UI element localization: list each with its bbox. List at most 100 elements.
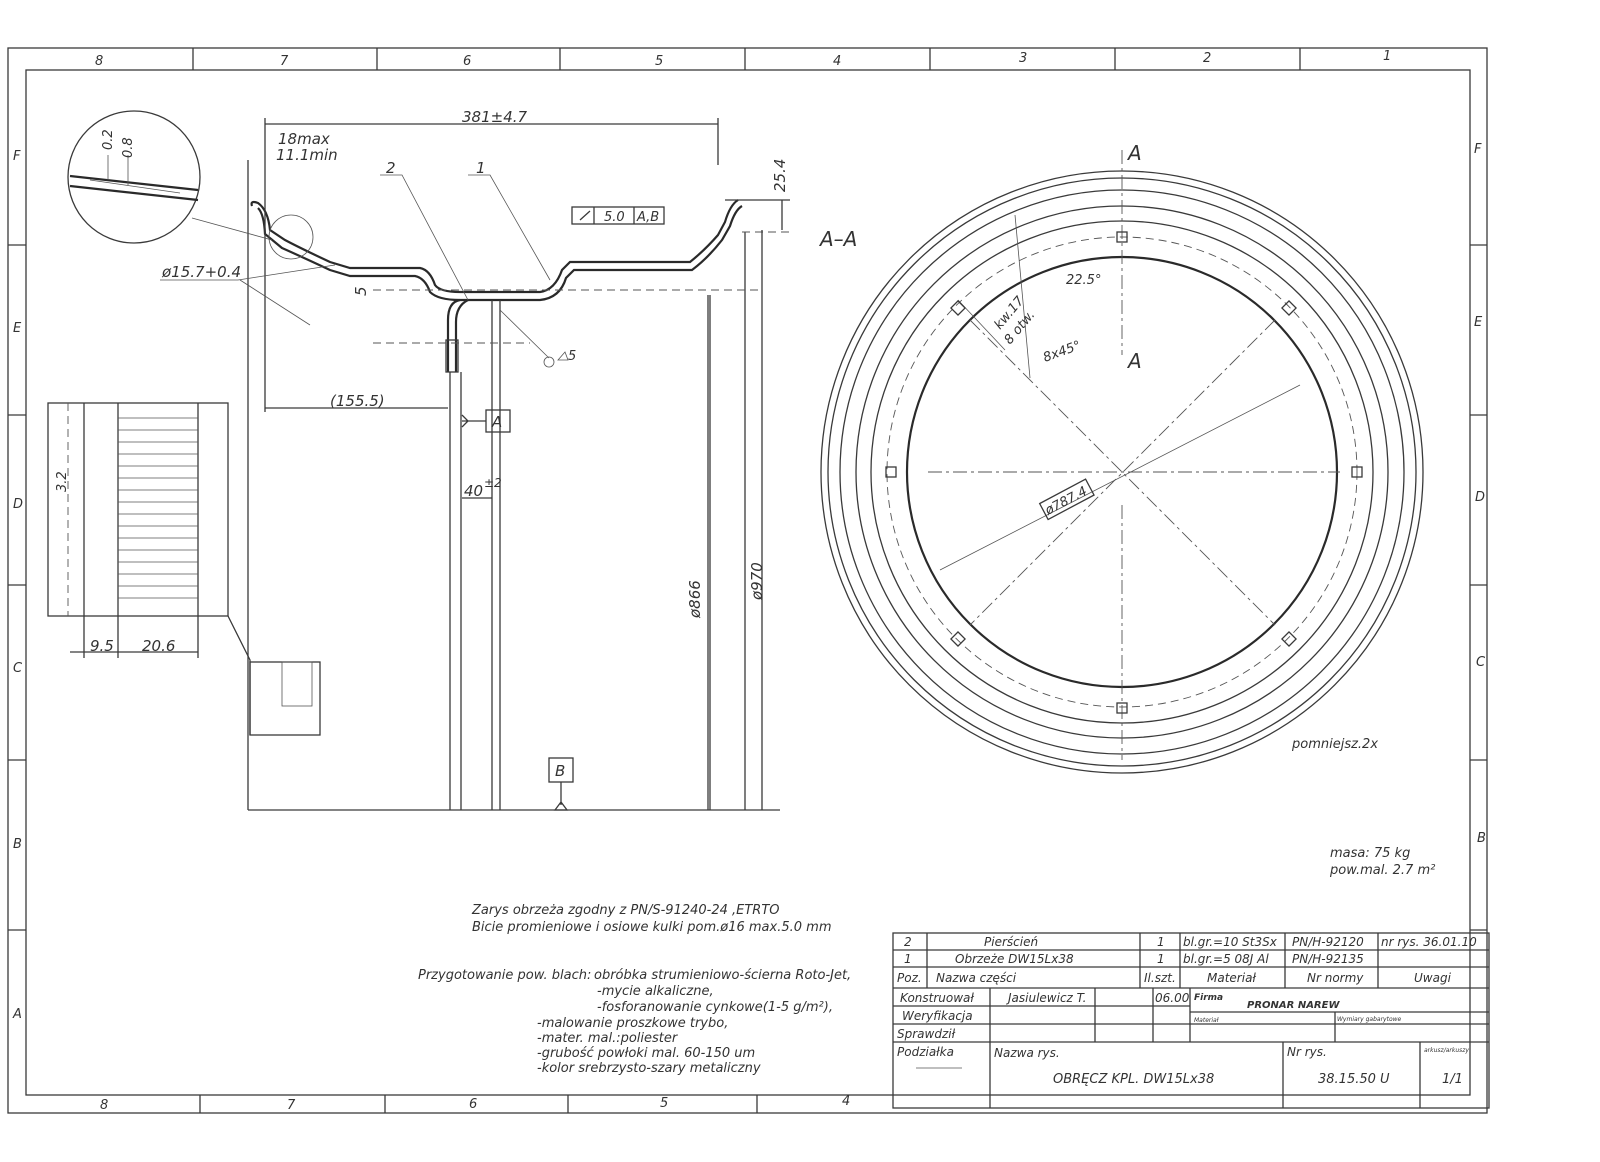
weld-block <box>445 339 459 373</box>
part-material: bl.gr.=5 08J Al <box>1183 952 1269 966</box>
paint-area-value: pow.mal. 2.7 m² <box>1329 863 1435 878</box>
zone-label: F <box>13 149 21 164</box>
detail-dim-02: 0.2 <box>101 129 116 150</box>
disc-ring <box>446 298 469 372</box>
verified-label: Weryfikacja <box>902 1009 973 1023</box>
dim-9-5: 9.5 <box>90 637 114 655</box>
zone-label: 5 <box>655 54 663 69</box>
zone-label: E <box>13 321 22 336</box>
prep-step: -mycie alkaliczne, <box>597 984 714 999</box>
header-norm: Nr normy <box>1307 971 1364 985</box>
scale-note: pomniejsz.2x <box>1291 737 1378 752</box>
rim-section-view: 381±4.7 18max 11.1min 25.4 ø15.7+0.4 5 (… <box>67 108 790 811</box>
company-label: Firma <box>1194 993 1223 1003</box>
zone-label: 7 <box>287 1098 296 1113</box>
note-line: Bicie promieniowe i osiowe kulki pom.ø16… <box>472 920 831 935</box>
dimension-lines <box>265 123 790 810</box>
zone-label: 8 <box>95 54 103 69</box>
dim-20-6: 20.6 <box>142 637 175 655</box>
dim-11min: 11.1min <box>276 146 338 164</box>
dim-155-5: (155.5) <box>330 392 385 410</box>
header-poz: Poz. <box>897 971 922 985</box>
dim-787-box: ø787.4 <box>1038 478 1095 521</box>
cut-label-a: A <box>1126 349 1142 373</box>
note-line: Zarys obrzeża zgodny z PN/S-91240-24 ,ET… <box>471 903 780 918</box>
extension-lines <box>247 118 780 811</box>
zone-label: 6 <box>469 1097 477 1112</box>
zone-label: 7 <box>280 54 289 69</box>
weld-size: 5 <box>568 349 576 364</box>
center-lines <box>373 231 790 344</box>
zone-label: 3 <box>1019 51 1027 66</box>
dim-25-4: 25.4 <box>771 159 789 192</box>
header-material: Materiał <box>1207 971 1256 985</box>
rim-profile <box>250 199 739 294</box>
part-material: bl.gr.=10 St3Sx <box>1183 935 1278 949</box>
material-label: Materiał <box>1194 1017 1219 1024</box>
drawing-name-label: Nazwa rys. <box>994 1046 1060 1060</box>
part-name: Obrzeże DW15Lx38 <box>955 952 1074 966</box>
leader-lines <box>160 264 336 326</box>
checked-label: Sprawdził <box>897 1027 956 1041</box>
zone-label: 2 <box>1203 51 1211 66</box>
dim-18max: 18max <box>278 130 330 148</box>
part-notes: nr rys. 36.01.10 <box>1381 935 1477 949</box>
detail-dim-08: 0.8 <box>121 137 136 158</box>
datum-b-label: B <box>555 762 565 780</box>
zone-label: 4 <box>833 54 841 69</box>
bottom-zone-labels: 8 7 6 5 4 <box>100 1094 850 1113</box>
date: 06.00 <box>1155 991 1190 1005</box>
dim-3-2: 3.2 <box>55 471 70 492</box>
drawing-number: 38.15.50 U <box>1318 1072 1390 1087</box>
prep-step: -grubość powłoki mal. 60-150 um <box>537 1046 755 1061</box>
zone-label: 6 <box>463 54 471 69</box>
angle-8x45: 8x45° <box>1041 338 1083 365</box>
datum-a-label: A <box>491 413 502 431</box>
scale-label: Podziałka <box>897 1045 954 1059</box>
header-notes: Uwagi <box>1414 971 1452 985</box>
dimensions-label: Wymiary gabarytowe <box>1337 1016 1402 1023</box>
zone-label: D <box>1475 490 1485 505</box>
top-zone-labels: 8 7 6 5 4 3 2 1 <box>95 49 1391 69</box>
dim-40-tolerance: ±2 <box>484 476 502 490</box>
prep-step: -fosforanowanie cynkowe(1-5 g/m²), <box>597 1000 833 1015</box>
section-label: A–A <box>818 227 857 251</box>
company-name: PRONAR NAREW <box>1247 1000 1340 1011</box>
zone-label: 5 <box>660 1096 668 1111</box>
dim-hole: ø15.7+0.4 <box>161 263 241 281</box>
zone-label: A <box>12 1007 22 1022</box>
notes: Zarys obrzeża zgodny z PN/S-91240-24 ,ET… <box>418 903 851 1076</box>
drawing-no-label: Nr rys. <box>1287 1045 1327 1059</box>
prep-step: obróbka strumieniowo-ścierna Roto-Jet, <box>594 968 851 983</box>
part-name: Pierścień <box>984 935 1038 949</box>
sheet-number: 1/1 <box>1442 1072 1463 1087</box>
prep-step: -malowanie proszkowe trybo, <box>537 1016 728 1031</box>
outer-border <box>7 47 1488 1114</box>
part-qty: 1 <box>1157 952 1165 966</box>
detail-circle: 0.2 0.8 <box>67 110 314 260</box>
dim-866: ø866 <box>686 580 704 619</box>
zone-label: 1 <box>1383 49 1391 64</box>
part-norm: PN/H-92120 <box>1292 935 1364 949</box>
prep-step: -mater. mal.:poliester <box>537 1031 679 1046</box>
tolerance-value: 5.0 <box>604 210 625 225</box>
header-qty: Il.szt. <box>1144 971 1176 985</box>
zone-label: B <box>13 837 22 852</box>
dim-width: 381±4.7 <box>462 108 528 126</box>
inner-border <box>25 69 1471 1096</box>
zone-label: B <box>1477 831 1486 846</box>
weld-symbol <box>543 356 555 368</box>
side-zone-labels: F E D C B A F E D C B <box>12 142 1486 1022</box>
dim-5: 5 <box>352 286 370 296</box>
weld-leader <box>499 309 569 361</box>
zone-label: F <box>1474 142 1482 157</box>
prep-step: -kolor srebrzysto-szary metaliczny <box>537 1061 761 1076</box>
mass-value: masa: 75 kg <box>1330 846 1410 861</box>
part-norm: PN/H-92135 <box>1292 952 1364 966</box>
header-name: Nazwa części <box>936 971 1017 985</box>
zone-separators <box>8 48 1487 1113</box>
designed-label: Konstruował <box>900 991 974 1005</box>
designed-by: Jasiulewicz T. <box>1006 991 1086 1005</box>
zone-label: C <box>13 661 23 676</box>
